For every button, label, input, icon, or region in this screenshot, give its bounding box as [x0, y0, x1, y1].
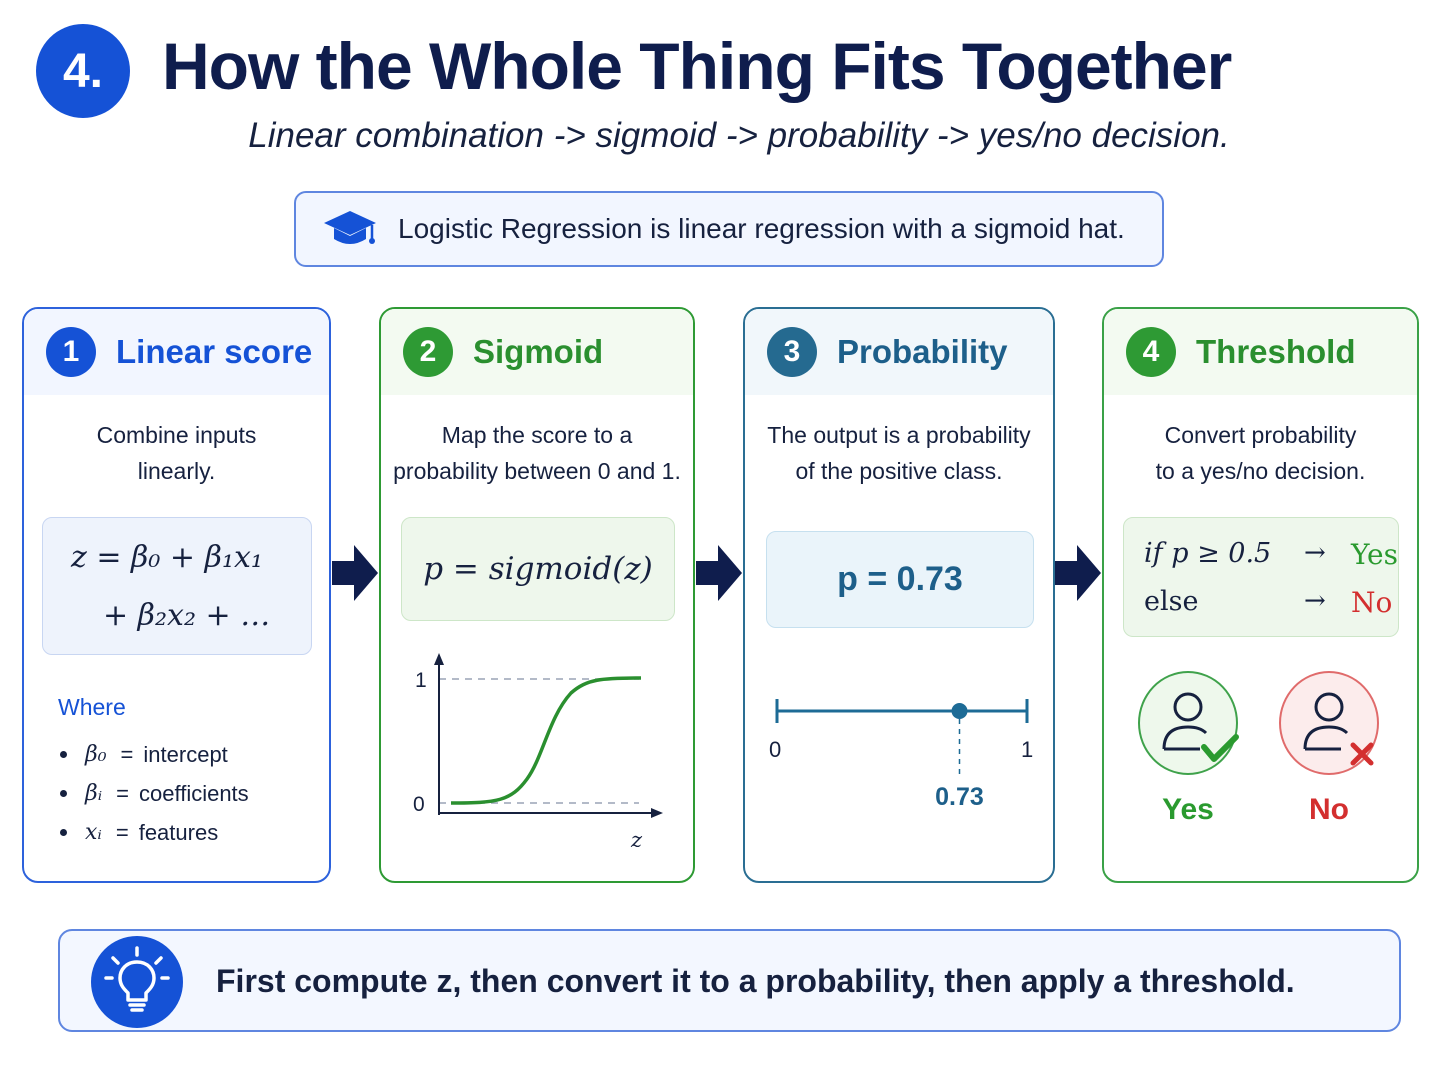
footer-tip: First compute z, then convert it to a pr… — [58, 929, 1401, 1032]
rule-if-row: if p ≥ 0.5 → Yes — [1144, 538, 1398, 571]
formula-line: z = β₀ + β₁x₁ — [71, 540, 263, 575]
step-card-threshold: 4 Threshold Convert probability to a yes… — [1102, 307, 1419, 883]
list-item: β₀ = intercept — [60, 735, 249, 774]
value-label: 0.73 — [935, 783, 984, 811]
definition-equals: = — [120, 741, 134, 767]
card-description: Convert probability to a yes/no decision… — [1104, 417, 1417, 489]
scale-min-label: 0 — [769, 737, 781, 762]
outcome-yes-label: Yes — [1162, 793, 1214, 826]
rule-no-value: No — [1351, 586, 1393, 619]
definition-symbol: βᵢ — [85, 781, 103, 806]
outcome-no-label: No — [1309, 793, 1349, 826]
bullet-icon — [60, 829, 67, 836]
description-line: Map the score to a — [441, 422, 633, 448]
rule-else-row: else → No — [1144, 586, 1392, 619]
description-line: Combine inputs — [96, 422, 257, 448]
flow-arrow-icon — [696, 545, 742, 601]
card-header: 1 Linear score — [24, 309, 329, 395]
definition-equals: = — [115, 819, 129, 845]
rule-yes-value: Yes — [1351, 538, 1398, 571]
sigmoid-curve — [450, 676, 642, 805]
sigmoid-plot: 1 0 z — [413, 653, 663, 847]
step-number: 4 — [1126, 327, 1176, 377]
description-line: Convert probability — [1164, 422, 1357, 448]
description-line: The output is a probability — [767, 422, 1031, 448]
definition-symbol: xᵢ — [85, 820, 102, 845]
y-top-tick-label: 1 — [415, 669, 427, 692]
card-description: Combine inputs linearly. — [24, 417, 329, 489]
definition-meaning: coefficients — [139, 780, 249, 806]
summary-banner: Logistic Regression is linear regression… — [294, 191, 1164, 267]
y-axis-arrow-icon — [434, 653, 444, 665]
description-line: of the positive class. — [795, 458, 1003, 484]
definition-meaning: features — [138, 819, 219, 845]
page-title: How the Whole Thing Fits Together — [162, 29, 1232, 103]
flow-arrow-icon — [332, 545, 378, 601]
value-marker — [951, 703, 968, 719]
definition-meaning: intercept — [143, 741, 228, 767]
banner-text: Logistic Regression is linear regression… — [398, 213, 1125, 244]
step-card-linear-score: 1 Linear score Combine inputs linearly. … — [22, 307, 331, 883]
description-line: linearly. — [137, 458, 216, 484]
card-header: 4 Threshold — [1104, 309, 1417, 395]
card-header: 3 Probability — [745, 309, 1053, 395]
card-title: Threshold — [1196, 333, 1356, 370]
card-description: Map the score to a probability between 0… — [381, 417, 693, 489]
step-number: 3 — [767, 327, 817, 377]
sigmoid-formula-box: p = sigmoid(z) — [401, 517, 675, 621]
definition-symbol: β₀ — [85, 742, 107, 767]
lightbulb-icon — [91, 936, 183, 1028]
y-bottom-tick-label: 0 — [413, 793, 425, 816]
footer-text: First compute z, then convert it to a pr… — [216, 963, 1295, 999]
user-x-icon — [1303, 692, 1374, 766]
step-card-probability: 3 Probability The output is a probabilit… — [743, 307, 1055, 883]
section-number-badge: 4. — [36, 24, 130, 118]
card-title: Sigmoid — [473, 333, 604, 370]
bullet-icon — [60, 751, 67, 758]
linear-formula-box: z = β₀ + β₁x₁ + β₂x₂ + … — [42, 517, 312, 655]
list-item: βᵢ = coefficients — [60, 774, 249, 813]
probability-value-box: p = 0.73 — [766, 531, 1034, 628]
outcome-yes — [1138, 671, 1239, 775]
scale-max-label: 1 — [1021, 737, 1033, 762]
description-line: to a yes/no decision. — [1155, 458, 1366, 484]
description-line: probability between 0 and 1. — [393, 458, 681, 484]
arrow-right-icon: → — [1304, 586, 1326, 616]
arrow-right-icon: → — [1304, 538, 1326, 568]
flow-arrow-icon — [1055, 545, 1101, 601]
x-axis-label: z — [630, 828, 643, 847]
rule-else: else — [1144, 586, 1199, 617]
formula-line: + β₂x₂ + … — [103, 598, 271, 633]
where-label: Where — [58, 694, 126, 720]
outcome-no — [1279, 671, 1379, 775]
graduation-cap-icon — [324, 211, 376, 244]
card-header: 2 Sigmoid — [381, 309, 693, 395]
card-description: The output is a probability of the posit… — [745, 417, 1053, 489]
card-title: Probability — [837, 333, 1008, 370]
user-check-icon — [1162, 692, 1239, 762]
threshold-rule-box: if p ≥ 0.5 → Yes else → No — [1123, 517, 1399, 637]
step-card-sigmoid: 2 Sigmoid Map the score to a probability… — [379, 307, 695, 883]
definition-equals: = — [116, 780, 130, 806]
list-item: xᵢ = features — [60, 813, 249, 852]
probability-scale: 0 1 0.73 — [769, 699, 1033, 811]
x-axis-arrow-icon — [651, 808, 663, 818]
rule-condition: if p ≥ 0.5 — [1144, 538, 1272, 569]
definition-list: β₀ = intercept βᵢ = coefficients xᵢ = fe… — [60, 735, 249, 852]
card-title: Linear score — [116, 333, 313, 370]
step-number: 1 — [46, 327, 96, 377]
page-subtitle: Linear combination -> sigmoid -> probabi… — [248, 116, 1230, 155]
bullet-icon — [60, 790, 67, 797]
step-number: 2 — [403, 327, 453, 377]
